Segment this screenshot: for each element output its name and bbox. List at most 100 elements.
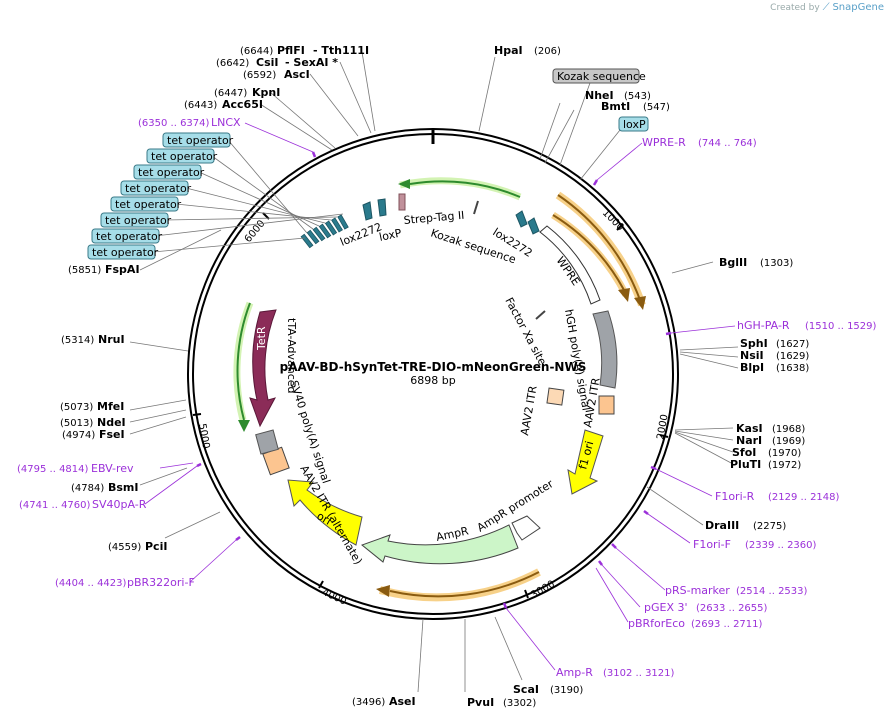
tet-operator-boxes: tet operator tet operator tet operator t… xyxy=(87,132,234,260)
primer-lncx: LNCX xyxy=(211,116,241,129)
wpre-block xyxy=(539,225,601,305)
credit-prefix: Created by xyxy=(770,3,820,13)
site-pflfi: PflFI xyxy=(277,44,305,57)
ori-arrow xyxy=(287,479,363,546)
primer-sv40pa-r: SV40pA-R xyxy=(92,498,147,511)
tetop-box-3: tet operator xyxy=(138,166,205,179)
tetop-box-7: tet operator xyxy=(96,230,163,243)
primer-pbrforeco: pBRforEco xyxy=(628,617,685,630)
primer-marks xyxy=(196,151,672,609)
wpre-arc-outer xyxy=(557,194,641,301)
primer-wpre-r: WPRE-R xyxy=(642,136,686,149)
site-scai: ScaI xyxy=(513,683,539,696)
site-pos-bsmi: (4784) xyxy=(71,483,104,494)
strep-arc xyxy=(409,180,521,198)
loxp-right-marker xyxy=(527,217,540,235)
tick-2000: 2000 xyxy=(655,413,670,440)
site-blpi: BlpI xyxy=(740,361,764,374)
primer-pos-amp-r: (3102 .. 3121) xyxy=(603,668,675,679)
site-leader-lines xyxy=(129,51,739,693)
site-pos-nari: (1969) xyxy=(772,436,805,447)
tetr-arrow xyxy=(249,309,277,428)
site-kasi: KasI xyxy=(736,422,763,435)
tetr-label: TetR xyxy=(255,326,268,351)
primer-pos-pgex3: (2633 .. 2655) xyxy=(696,603,768,614)
strep-tag-label: Strep-Tag II xyxy=(403,209,465,227)
kozak-box xyxy=(552,68,640,84)
primer-leader-lines xyxy=(144,122,736,671)
site-bglii: BglII xyxy=(719,256,747,269)
site-tth111i: - Tth111I xyxy=(313,44,369,57)
tetop-box-5: tet operator xyxy=(115,198,182,211)
tetop-box-2: tet operator xyxy=(151,150,218,163)
site-nsii: NsiI xyxy=(740,349,764,362)
strep-arrow-head xyxy=(398,179,410,189)
site-sfoi: SfoI xyxy=(732,446,756,459)
plasmid-name: pAAV-BD-hSynTet-TRE-DIO-mNeonGreen-NWS xyxy=(280,360,587,374)
primer-pos-hgh-pa-r: (1510 .. 1529) xyxy=(805,321,877,332)
tetop-box-4: tet operator xyxy=(125,182,192,195)
site-bsmi: BsmI xyxy=(108,481,139,494)
lox2272-right-marker xyxy=(515,210,528,228)
site-mfei: MfeI xyxy=(97,400,124,413)
tetop-box-6: tet operator xyxy=(105,214,172,227)
site-pos-nhei: (543) xyxy=(624,91,651,102)
ampr-arrow xyxy=(360,524,519,565)
factorxa-marker xyxy=(535,310,546,320)
site-pos-nrui: (5314) xyxy=(61,335,94,346)
site-pos-draiii: (2275) xyxy=(753,521,786,532)
site-kpni: KpnI xyxy=(252,86,280,99)
tta-arc xyxy=(236,302,251,421)
f1-ori-arrow xyxy=(567,429,604,495)
hgh-polya-block xyxy=(592,310,618,389)
ori-label: ori xyxy=(315,509,334,527)
site-asei: AseI xyxy=(389,695,416,708)
site-bmti: BmtI xyxy=(601,100,630,113)
primer-pos-pbr322ori-f: (4404 .. 4423) xyxy=(55,578,127,589)
aav-itr-right-block xyxy=(598,395,615,415)
loxp-box-label: loxP xyxy=(623,118,646,131)
site-fspai: FspAI xyxy=(105,263,140,276)
site-pos-fspai: (5851) xyxy=(68,265,101,276)
ampr-promoter-arrow xyxy=(511,515,541,541)
primer-pbr322ori-f: pBR322ori-F xyxy=(127,576,195,589)
loxp-left-label: loxP xyxy=(378,226,403,243)
site-pos-scai: (3190) xyxy=(550,685,583,696)
tta-arc-arrow-head xyxy=(238,420,250,432)
site-pos-bglii: (1303) xyxy=(760,258,793,269)
site-pos-bmti: (547) xyxy=(643,102,670,113)
plasmid-size: 6898 bp xyxy=(410,374,455,387)
site-pos-acc65i: (6443) xyxy=(184,100,217,111)
loxp-box xyxy=(618,116,649,132)
snapgene-credit: Created by ⟋ SnapGene xyxy=(770,2,884,13)
site-pos-asci: (6592) xyxy=(243,70,276,81)
primer-pos-f1ori-r: (2129 .. 2148) xyxy=(768,492,840,503)
site-nrui: NruI xyxy=(98,333,125,346)
site-nari: NarI xyxy=(736,434,762,447)
tick-5000: 5000 xyxy=(196,423,211,450)
wpre-arc-inner xyxy=(552,214,625,291)
site-pos-ndei: (5013) xyxy=(60,418,93,429)
primer-pgex3: pGEX 3' xyxy=(644,601,688,614)
wpre-outer-arrow-head xyxy=(634,296,646,310)
kozak-box-label: Kozak sequence xyxy=(557,70,646,83)
tta-advanced-label: tTA-Advanced xyxy=(285,318,298,394)
site-pos-hpai: (206) xyxy=(534,46,561,57)
site-fsei: FseI xyxy=(99,428,125,441)
site-acc65i: Acc65I xyxy=(222,98,263,111)
primer-pos-ebv-rev: (4795 .. 4814) xyxy=(17,464,89,475)
site-pos-kasi: (1968) xyxy=(772,424,805,435)
tet-operator-blocks xyxy=(300,214,349,249)
primer-pos-prs-marker: (2514 .. 2533) xyxy=(736,586,808,597)
primer-pos-sv40pa-r: (4741 .. 4760) xyxy=(19,500,91,511)
kozak-marker xyxy=(473,200,479,215)
tick-4000: 4000 xyxy=(320,587,348,608)
tick-1000: 1000 xyxy=(600,208,626,234)
primer-hgh-pa-r: hGH-PA-R xyxy=(737,319,790,332)
site-pos-asei: (3496) xyxy=(352,697,385,708)
site-draiii: DraIII xyxy=(705,519,739,532)
tetop-box-1: tet operator xyxy=(167,134,234,147)
site-asci: AscI xyxy=(284,68,310,81)
aav-itr-label-inner: AAV2 ITR xyxy=(518,384,540,436)
primer-pos-lncx: (6350 .. 6374) xyxy=(138,118,210,129)
